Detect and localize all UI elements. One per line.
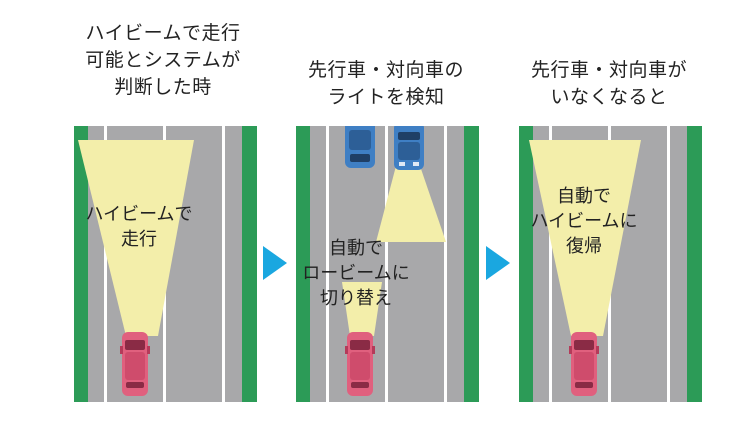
panel-2-road-scene: 自動で ロービームに 切り替え	[296, 126, 479, 402]
own-car-icon	[120, 332, 150, 396]
overlay-line: 自動で	[329, 238, 383, 259]
lane-line	[549, 126, 552, 402]
overlay-line: 走行	[121, 229, 157, 250]
oncoming-car-beam	[376, 166, 446, 242]
panel-3-overlay-text: 自動で ハイビームに 復帰	[519, 184, 649, 259]
lane-line	[385, 126, 388, 402]
next-arrow-icon	[263, 246, 287, 280]
lane-line	[444, 126, 447, 402]
roadside-right	[687, 126, 702, 402]
high-beam-light	[529, 140, 641, 336]
panel-1-caption: ハイビームで走行 可能とシステムが 判断した時	[68, 20, 258, 101]
panel-1-road-scene: ハイビームで 走行	[74, 126, 257, 402]
overlay-line: ハイビームに	[530, 211, 638, 232]
caption-line: ライトを検知	[327, 86, 445, 108]
low-beam-light	[342, 282, 382, 336]
roadside-left	[519, 126, 533, 402]
overlay-line: 切り替え	[320, 288, 392, 309]
overlay-line: ロービームに	[302, 263, 410, 284]
panel-3-road-scene: 自動で ハイビームに 復帰	[519, 126, 702, 402]
panel-3-caption: 先行車・対向車が いなくなると	[514, 57, 704, 111]
next-arrow-icon	[486, 246, 510, 280]
own-car-icon	[569, 332, 599, 396]
leading-car-icon	[345, 126, 375, 168]
roadside-right	[242, 126, 257, 402]
lane-line	[104, 126, 107, 402]
oncoming-car-icon	[394, 126, 424, 170]
lane-line	[222, 126, 225, 402]
high-beam-light	[78, 140, 194, 336]
own-car-icon	[345, 332, 375, 396]
panel-2-overlay-text: 自動で ロービームに 切り替え	[296, 236, 416, 311]
lane-line	[667, 126, 670, 402]
panel-1-overlay-text: ハイビームで 走行	[74, 202, 204, 252]
roadside-left	[296, 126, 310, 402]
overlay-line: 復帰	[566, 236, 602, 257]
caption-line: 先行車・対向車の	[307, 59, 464, 81]
caption-line: いなくなると	[550, 86, 668, 108]
overlay-line: 自動で	[557, 186, 611, 207]
caption-line: 判断した時	[114, 76, 212, 98]
roadside-right	[464, 126, 479, 402]
roadside-left	[74, 126, 88, 402]
caption-line: 先行車・対向車が	[530, 59, 687, 81]
panel-2-caption: 先行車・対向車の ライトを検知	[291, 57, 481, 111]
caption-line: 可能とシステムが	[85, 49, 241, 71]
overlay-line: ハイビームで	[85, 204, 193, 225]
lane-line	[326, 126, 329, 402]
caption-line: ハイビームで走行	[85, 22, 241, 44]
